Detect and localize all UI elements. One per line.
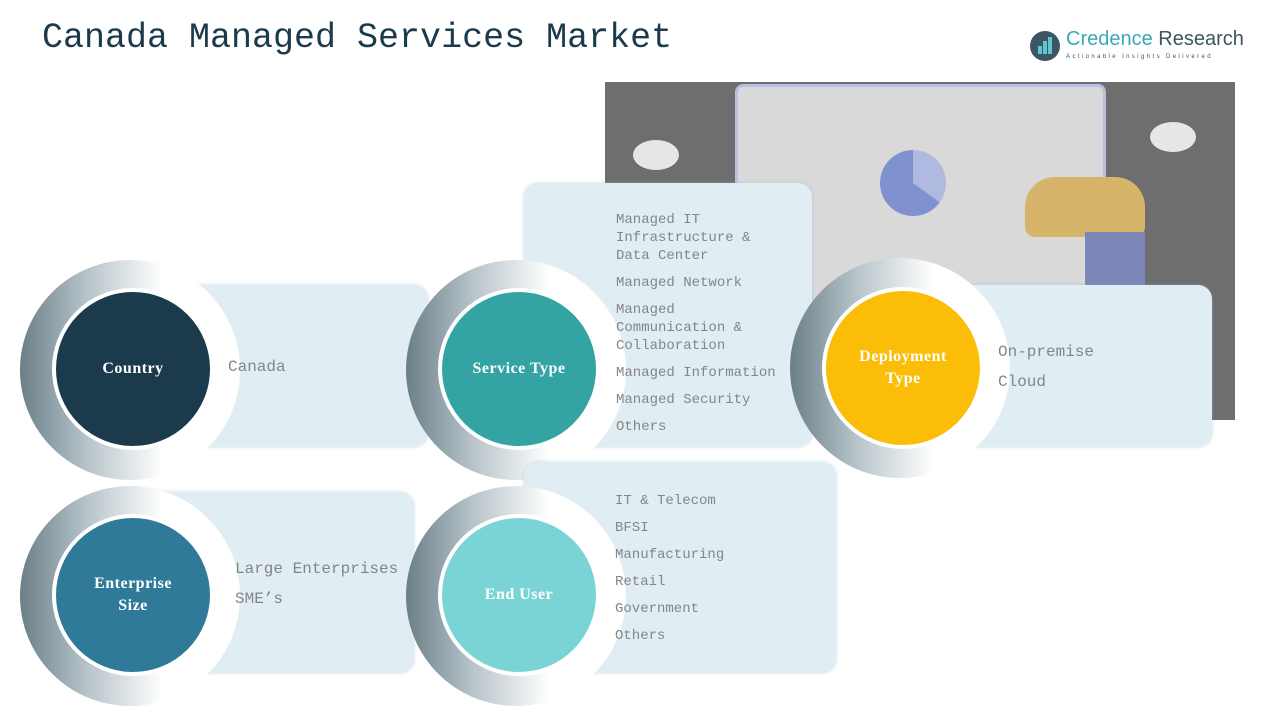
- end-user-circle: End User: [438, 514, 600, 676]
- deployment-type-circle: Deployment Type: [822, 287, 984, 449]
- presenter-figure: [1025, 177, 1145, 237]
- list-item: On-premise: [998, 343, 1095, 361]
- country-items: Canada: [228, 357, 286, 387]
- page-title: Canada Managed Services Market: [42, 18, 673, 58]
- speech-bubble-icon: [1150, 122, 1196, 152]
- logo-text: Credence Research Actionable Insights De…: [1066, 28, 1244, 61]
- list-item: Managed Communication & Collaboration: [616, 302, 743, 354]
- list-item: SME’s: [235, 590, 284, 608]
- enterprise-size-items: Large Enterprises SME’s: [235, 559, 398, 619]
- list-item: BFSI: [615, 520, 649, 536]
- service-type-items: Managed IT Infrastructure & Data Center …: [616, 211, 792, 445]
- presenter-legs: [1085, 232, 1145, 292]
- list-item: Others: [616, 419, 667, 435]
- list-item: Others: [615, 628, 666, 644]
- list-item: Managed Information: [616, 365, 776, 381]
- credence-research-logo: Credence Research Actionable Insights De…: [1030, 28, 1245, 68]
- logo-name-part1: Credence: [1066, 28, 1153, 50]
- list-item: Cloud: [998, 373, 1047, 391]
- list-item: Manufacturing: [615, 547, 725, 563]
- list-item: Government: [615, 601, 700, 617]
- list-item: Retail: [615, 574, 666, 590]
- speech-bubble-icon: [633, 140, 679, 170]
- end-user-items: IT & Telecom BFSI Manufacturing Retail G…: [615, 492, 724, 654]
- list-item: Managed Security: [616, 392, 751, 408]
- list-item: Large Enterprises: [235, 560, 399, 578]
- logo-chart-icon: [1030, 31, 1060, 61]
- pie-chart-graphic: [880, 150, 946, 216]
- list-item: IT & Telecom: [615, 493, 716, 509]
- service-type-circle: Service Type: [438, 288, 600, 450]
- enterprise-size-circle: Enterprise Size: [52, 514, 214, 676]
- list-item: Managed IT Infrastructure & Data Center: [616, 212, 751, 264]
- list-item: Managed Network: [616, 275, 743, 291]
- logo-name: Credence Research: [1066, 28, 1244, 50]
- logo-tagline: Actionable Insights Delivered: [1066, 54, 1213, 60]
- logo-name-part2: Research: [1158, 28, 1244, 50]
- list-item: Canada: [228, 358, 286, 376]
- deployment-type-items: On-premise Cloud: [998, 342, 1094, 402]
- country-circle: Country: [52, 288, 214, 450]
